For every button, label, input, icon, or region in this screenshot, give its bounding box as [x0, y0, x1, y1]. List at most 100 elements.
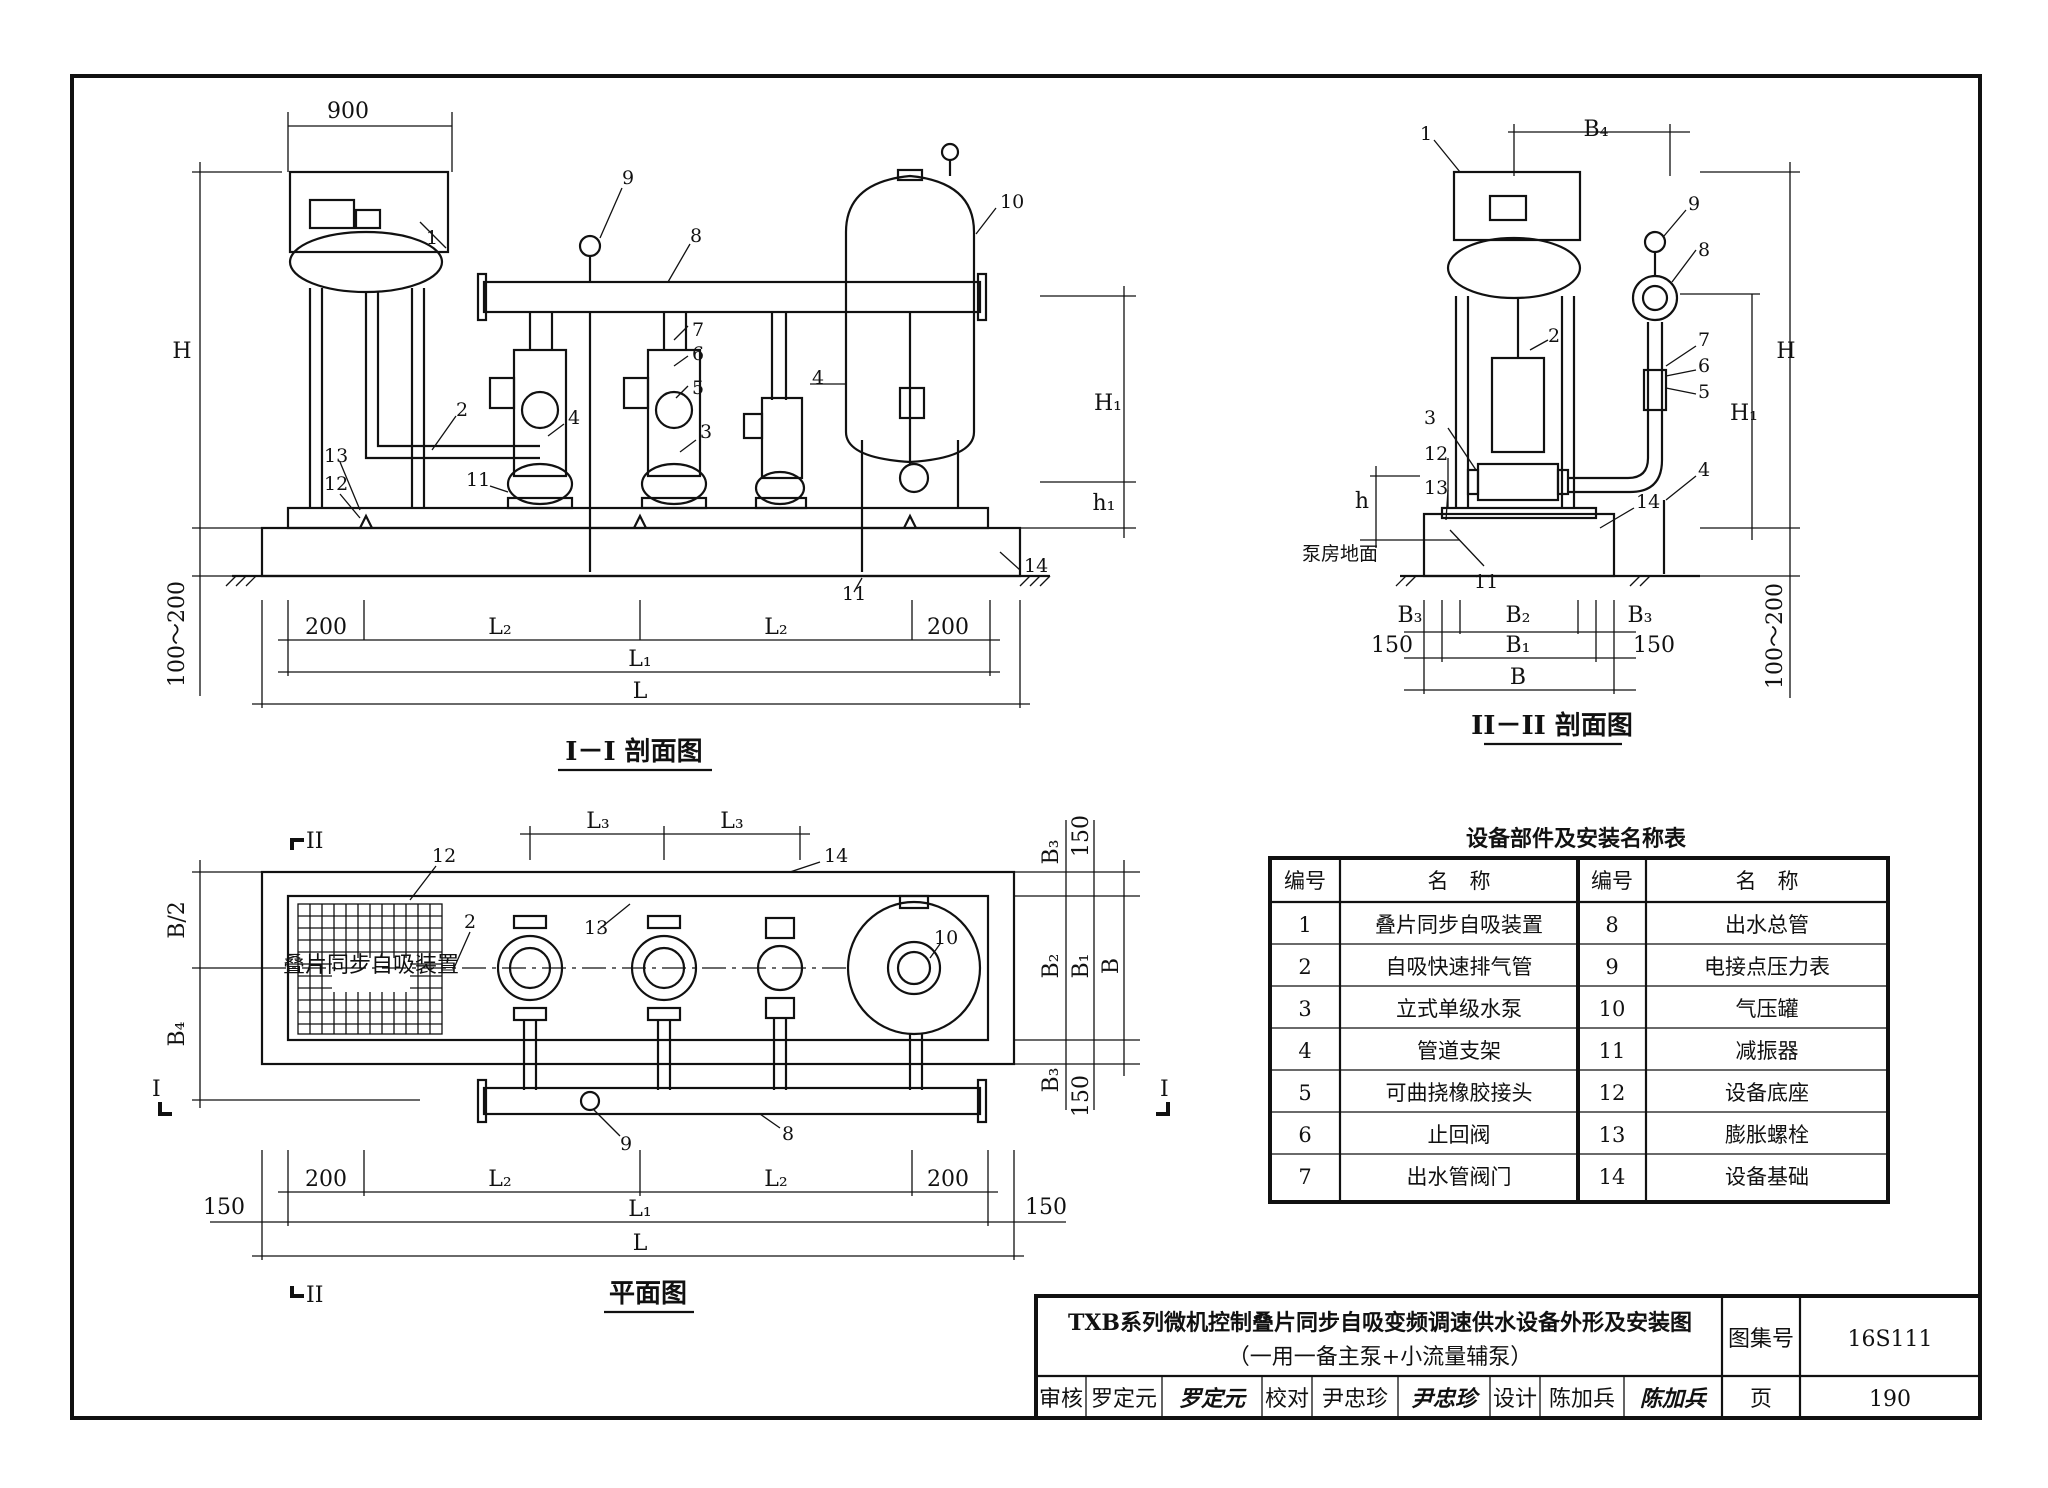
dim-B1-side: B₁	[1506, 633, 1531, 658]
plan-callout-2: 2	[464, 911, 476, 933]
dim-base: 100～200	[165, 581, 190, 687]
dim-L2-left: L₂	[488, 615, 511, 640]
dim-L1: L₁	[628, 647, 651, 672]
table-cell: 设备底座	[1725, 1081, 1809, 1105]
side-callout-13: 13	[1424, 477, 1448, 499]
callout-13: 13	[324, 445, 348, 467]
side-callout-4: 4	[1698, 459, 1710, 481]
ground-hatch-left	[225, 575, 257, 587]
table-cell: 3	[1298, 997, 1311, 1021]
side-callout-6: 6	[1698, 355, 1710, 377]
callout-4a: 4	[568, 407, 580, 429]
callout-7: 7	[692, 319, 704, 341]
equipment-foundation	[260, 526, 1022, 578]
table-cell: 5	[1298, 1081, 1311, 1105]
dim-150-left-plan: 150	[203, 1195, 245, 1220]
side-callout-12: 12	[1424, 443, 1448, 465]
dim-B2-plan: B₂	[1039, 954, 1064, 979]
side-callout-3: 3	[1424, 407, 1436, 429]
dim-H1: H₁	[1094, 391, 1122, 416]
table-cell: 1	[1298, 913, 1311, 937]
table-cell: 膨胀螺栓	[1725, 1123, 1809, 1147]
table-cell: 自吸快速排气管	[1386, 955, 1533, 979]
dim-200-left: 200	[305, 615, 347, 640]
table-cell: 电接点压力表	[1704, 955, 1830, 979]
table-header-cell: 编号	[1284, 869, 1326, 893]
parts-table-title: 设备部件及安装名称表	[1466, 826, 1687, 852]
side-callout-5: 5	[1698, 381, 1710, 403]
dim-150-right-plan: 150	[1025, 1195, 1067, 1220]
section-1-caption: I－I 剖面图	[565, 736, 702, 767]
callout-14: 14	[1024, 555, 1048, 577]
exhaust-pipe	[364, 292, 540, 460]
callout-3: 3	[700, 421, 712, 443]
self-priming-device-hood	[288, 170, 450, 254]
drawing-title-line1: TXB系列微机控制叠片同步自吸变频调速供水设备外形及安装图	[1068, 1310, 1692, 1336]
callout-4b: 4	[812, 367, 824, 389]
plan-callout-10: 10	[934, 927, 958, 949]
callout-12: 12	[324, 473, 348, 495]
reviewer-name: 罗定元	[1091, 1387, 1157, 1412]
plan-callout-13: 13	[584, 917, 608, 939]
equipment-base	[286, 506, 990, 530]
pump-room-floor-label: 泵房地面	[1302, 543, 1378, 565]
plan-callout-12: 12	[432, 845, 456, 867]
table-cell: 4	[1298, 1039, 1311, 1063]
table-header-cell: 名 称	[1428, 869, 1491, 893]
plan-pressure-tank	[846, 894, 982, 1090]
table-cell: 出水总管	[1725, 913, 1809, 937]
section-mark-II-top: II	[306, 829, 323, 854]
dim-B2-side: B₂	[1506, 603, 1531, 628]
callout-11b: 11	[842, 583, 866, 605]
callout-2: 2	[456, 399, 468, 421]
dim-L2-left-plan: L₂	[488, 1167, 511, 1192]
ground-hatch-right	[1019, 575, 1051, 587]
plan-caption: 平面图	[609, 1279, 687, 1309]
callout-10: 10	[1000, 191, 1024, 213]
table-cell: 出水管阀门	[1407, 1165, 1512, 1189]
table-cell: 14	[1599, 1165, 1626, 1189]
table-cell: 管道支架	[1417, 1039, 1501, 1063]
pressure-gauge	[578, 234, 602, 258]
atlas-label: 图集号	[1728, 1327, 1794, 1352]
table-cell: 2	[1298, 955, 1311, 979]
table-cell: 止回阀	[1428, 1123, 1491, 1147]
table-cell: 气压罐	[1736, 997, 1799, 1021]
dim-200-right: 200	[927, 615, 969, 640]
side-callout-8: 8	[1698, 239, 1710, 261]
table-header-cell: 编号	[1591, 869, 1633, 893]
dim-B3-right: B₃	[1628, 603, 1653, 628]
dim-L: L	[633, 679, 648, 704]
dim-150-bottom-plan: 150	[1069, 1075, 1094, 1117]
dim-H: H	[172, 339, 191, 364]
table-cell: 9	[1605, 955, 1618, 979]
section-mark-I-left: I	[152, 1077, 161, 1102]
page-label: 页	[1750, 1387, 1772, 1412]
dim-H-side: H	[1776, 339, 1795, 364]
reviewer-signature: 罗定元	[1179, 1386, 1247, 1412]
section-2-view: B₄ H H₁ h 泵房地面 100～200 B₃ B₂ B₃ 150 B₁ 1…	[1302, 117, 1800, 746]
plan-callout-14: 14	[824, 845, 848, 867]
checker-signature: 尹忠珍	[1411, 1386, 1481, 1412]
dim-B4-plan: B₄	[165, 1021, 190, 1046]
auxiliary-pump	[742, 312, 808, 510]
dim-L3-right: L₃	[720, 809, 743, 834]
outlet-header-end	[1631, 274, 1679, 322]
table-cell: 可曲挠橡胶接头	[1386, 1081, 1533, 1105]
table-cell: 13	[1599, 1123, 1626, 1147]
vibration-dampers	[359, 513, 917, 529]
plan-callout-9: 9	[620, 1133, 632, 1155]
callout-5: 5	[692, 377, 704, 399]
dim-h-side: h	[1355, 489, 1369, 514]
title-block: TXB系列微机控制叠片同步自吸变频调速供水设备外形及安装图 （一用一备主泵+小流…	[1034, 1294, 1982, 1420]
dim-h1: h₁	[1093, 491, 1116, 516]
callout-11a: 11	[466, 469, 490, 491]
main-pump-1	[488, 312, 592, 572]
dim-200-right-plan: 200	[927, 1167, 969, 1192]
dim-900: 900	[327, 99, 369, 124]
dim-L-plan: L	[633, 1231, 648, 1256]
dim-150-left-side: 150	[1371, 633, 1413, 658]
dim-B1-plan: B₁	[1069, 954, 1094, 979]
